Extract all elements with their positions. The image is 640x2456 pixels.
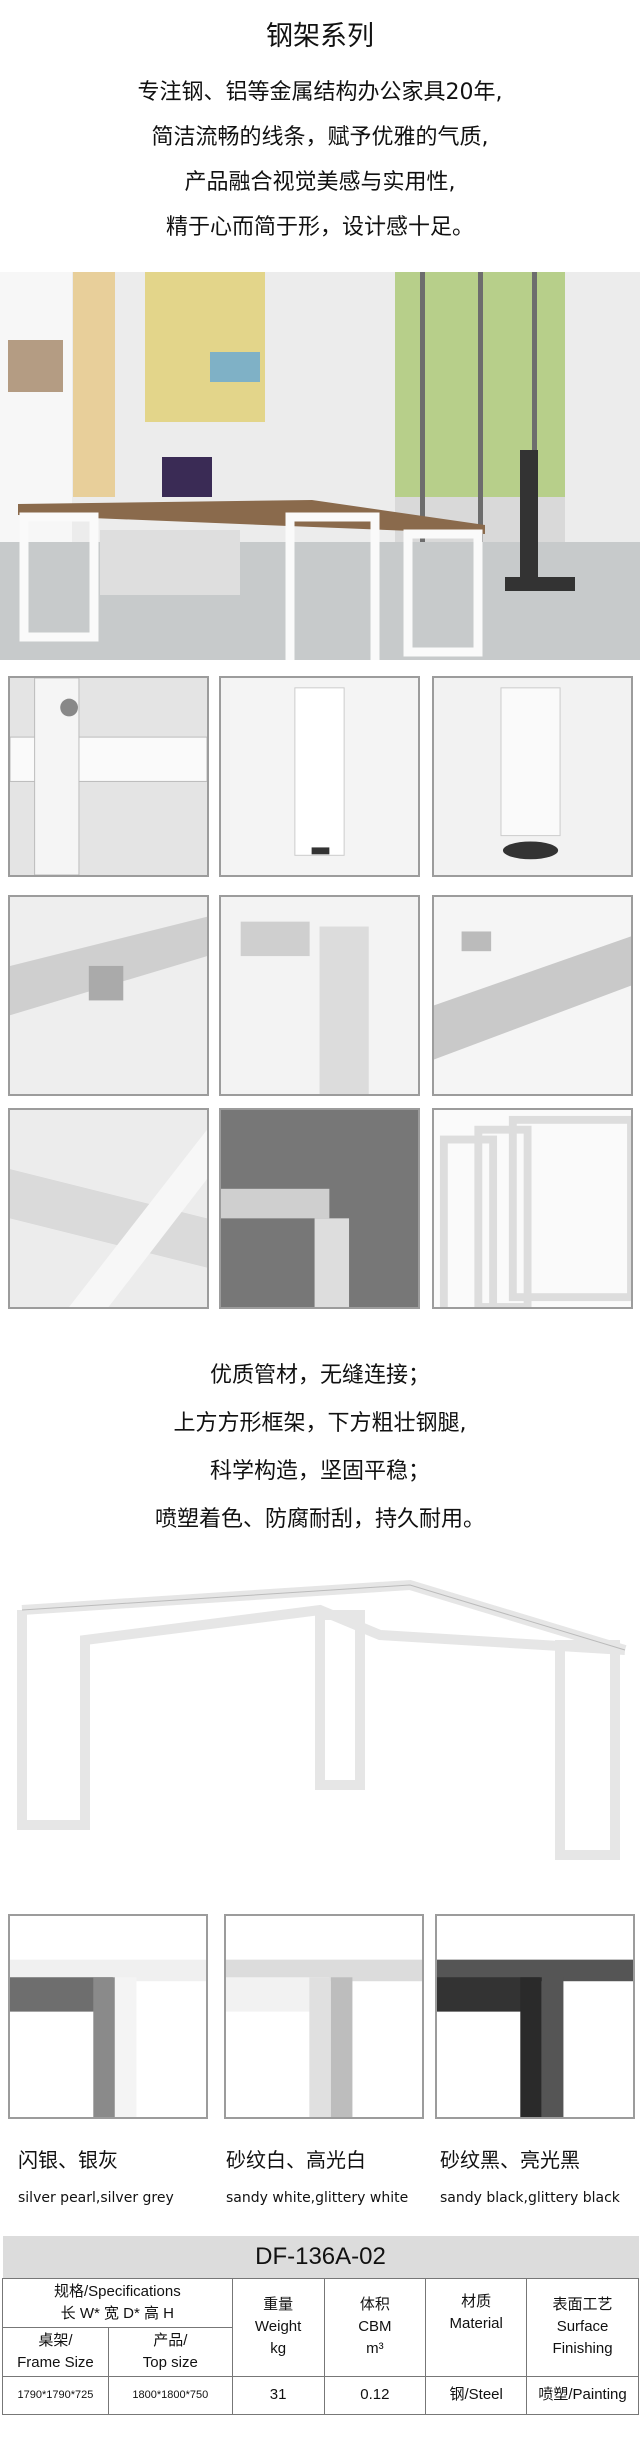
steel-frame-render <box>0 1565 640 1865</box>
color-swatch-white <box>224 1914 424 2119</box>
feature-line: 喷塑着色、防腐耐刮，持久耐用。 <box>154 1507 485 1532</box>
model-number: DF-136A-02 <box>2 2236 639 2278</box>
color-label-en: sandy black,glittery black <box>440 2190 620 2206</box>
weight-header: 重量 Weight kg <box>231 2277 325 2377</box>
spec-header: 规格/Specifications 长 W* 宽 D* 高 H <box>2 2277 233 2328</box>
detail-photo-bracket <box>8 895 209 1096</box>
intro-line: 专注钢、铝等金属结构办公家具20年, <box>137 80 503 105</box>
spec-header-label: 规格/Specifications <box>53 2282 181 2300</box>
volume-label-en: CBM <box>358 2318 392 2335</box>
page-title: 钢架系列 <box>266 21 374 52</box>
detail-photo-assembly <box>219 1108 420 1309</box>
finish-value: 喷塑/Painting <box>526 2375 639 2415</box>
detail-photo-frames <box>432 1108 633 1309</box>
finish-label: 表面工艺 <box>552 2296 613 2313</box>
frame-size-header: 桌架/Frame Size <box>2 2326 109 2377</box>
detail-photo-joint <box>8 676 209 877</box>
intro-line: 产品融合视觉美感与实用性, <box>184 170 456 195</box>
color-swatch-silver <box>8 1914 208 2119</box>
top-size-label: 产品/ <box>153 2331 188 2349</box>
top-size-label-en: Top size <box>142 2353 198 2371</box>
feature-line: 优质管材，无缝连接； <box>209 1363 430 1388</box>
material-label: 材质 <box>461 2292 492 2310</box>
material-header: 材质 Material <box>425 2277 528 2377</box>
color-label-cn: 闪银、银灰 <box>18 2148 118 2172</box>
features-text: 优质管材，无缝连接； 上方方形框架，下方粗壮钢腿, 科学构造，坚固平稳； 喷塑着… <box>0 1352 640 1544</box>
detail-photo-leveler <box>432 676 633 877</box>
color-swatch-black <box>435 1914 635 2119</box>
intro-line: 简洁流畅的线条，赋予优雅的气质, <box>151 125 489 150</box>
detail-photo-beam-plate <box>432 895 633 1096</box>
color-label-cn: 砂纹白、高光白 <box>226 2148 366 2172</box>
top-size-header: 产品/Top size <box>107 2326 233 2377</box>
volume-label: 体积 <box>359 2296 390 2313</box>
color-label-en: sandy white,glittery white <box>226 2190 409 2206</box>
detail-photo-cross-joint <box>8 1108 209 1309</box>
frame-size-label: 桌架/ <box>38 2331 73 2349</box>
frame-size-value: 1790*1790*725 <box>2 2375 109 2415</box>
weight-value: 31 <box>231 2375 325 2415</box>
feature-line: 上方方形框架，下方粗壮钢腿, <box>173 1411 467 1436</box>
office-desk-photo <box>0 272 640 660</box>
spec-table: DF-136A-02 规格/Specifications 长 W* 宽 D* 高 … <box>2 2236 639 2415</box>
weight-unit: kg <box>270 2340 287 2357</box>
weight-label-en: Weight <box>254 2318 302 2335</box>
feature-line: 科学构造，坚固平稳； <box>209 1459 430 1484</box>
material-label-en: Material <box>449 2314 503 2332</box>
top-size-value: 1800*1800*750 <box>107 2375 233 2415</box>
volume-header: 体积 CBM m³ <box>323 2277 427 2377</box>
volume-value: 0.12 <box>323 2375 427 2415</box>
color-label-en: silver pearl,silver grey <box>18 2190 174 2206</box>
weight-label: 重量 <box>263 2296 294 2313</box>
detail-photo-leg-cap <box>219 676 420 877</box>
dims-header-label: 长 W* 宽 D* 高 H <box>60 2304 175 2322</box>
intro-text: 专注钢、铝等金属结构办公家具20年, 简洁流畅的线条，赋予优雅的气质, 产品融合… <box>0 70 640 250</box>
intro-line: 精于心而简于形，设计感十足。 <box>165 215 474 240</box>
color-label-cn: 砂纹黑、亮光黑 <box>440 2148 580 2172</box>
frame-size-label-en: Frame Size <box>17 2353 94 2371</box>
detail-photo-connector <box>219 895 420 1096</box>
volume-unit: m³ <box>366 2340 384 2357</box>
material-value: 钢/Steel <box>425 2375 528 2415</box>
finish-label-en: Surface <box>556 2318 609 2335</box>
finish-label-en2: Finishing <box>552 2340 613 2357</box>
